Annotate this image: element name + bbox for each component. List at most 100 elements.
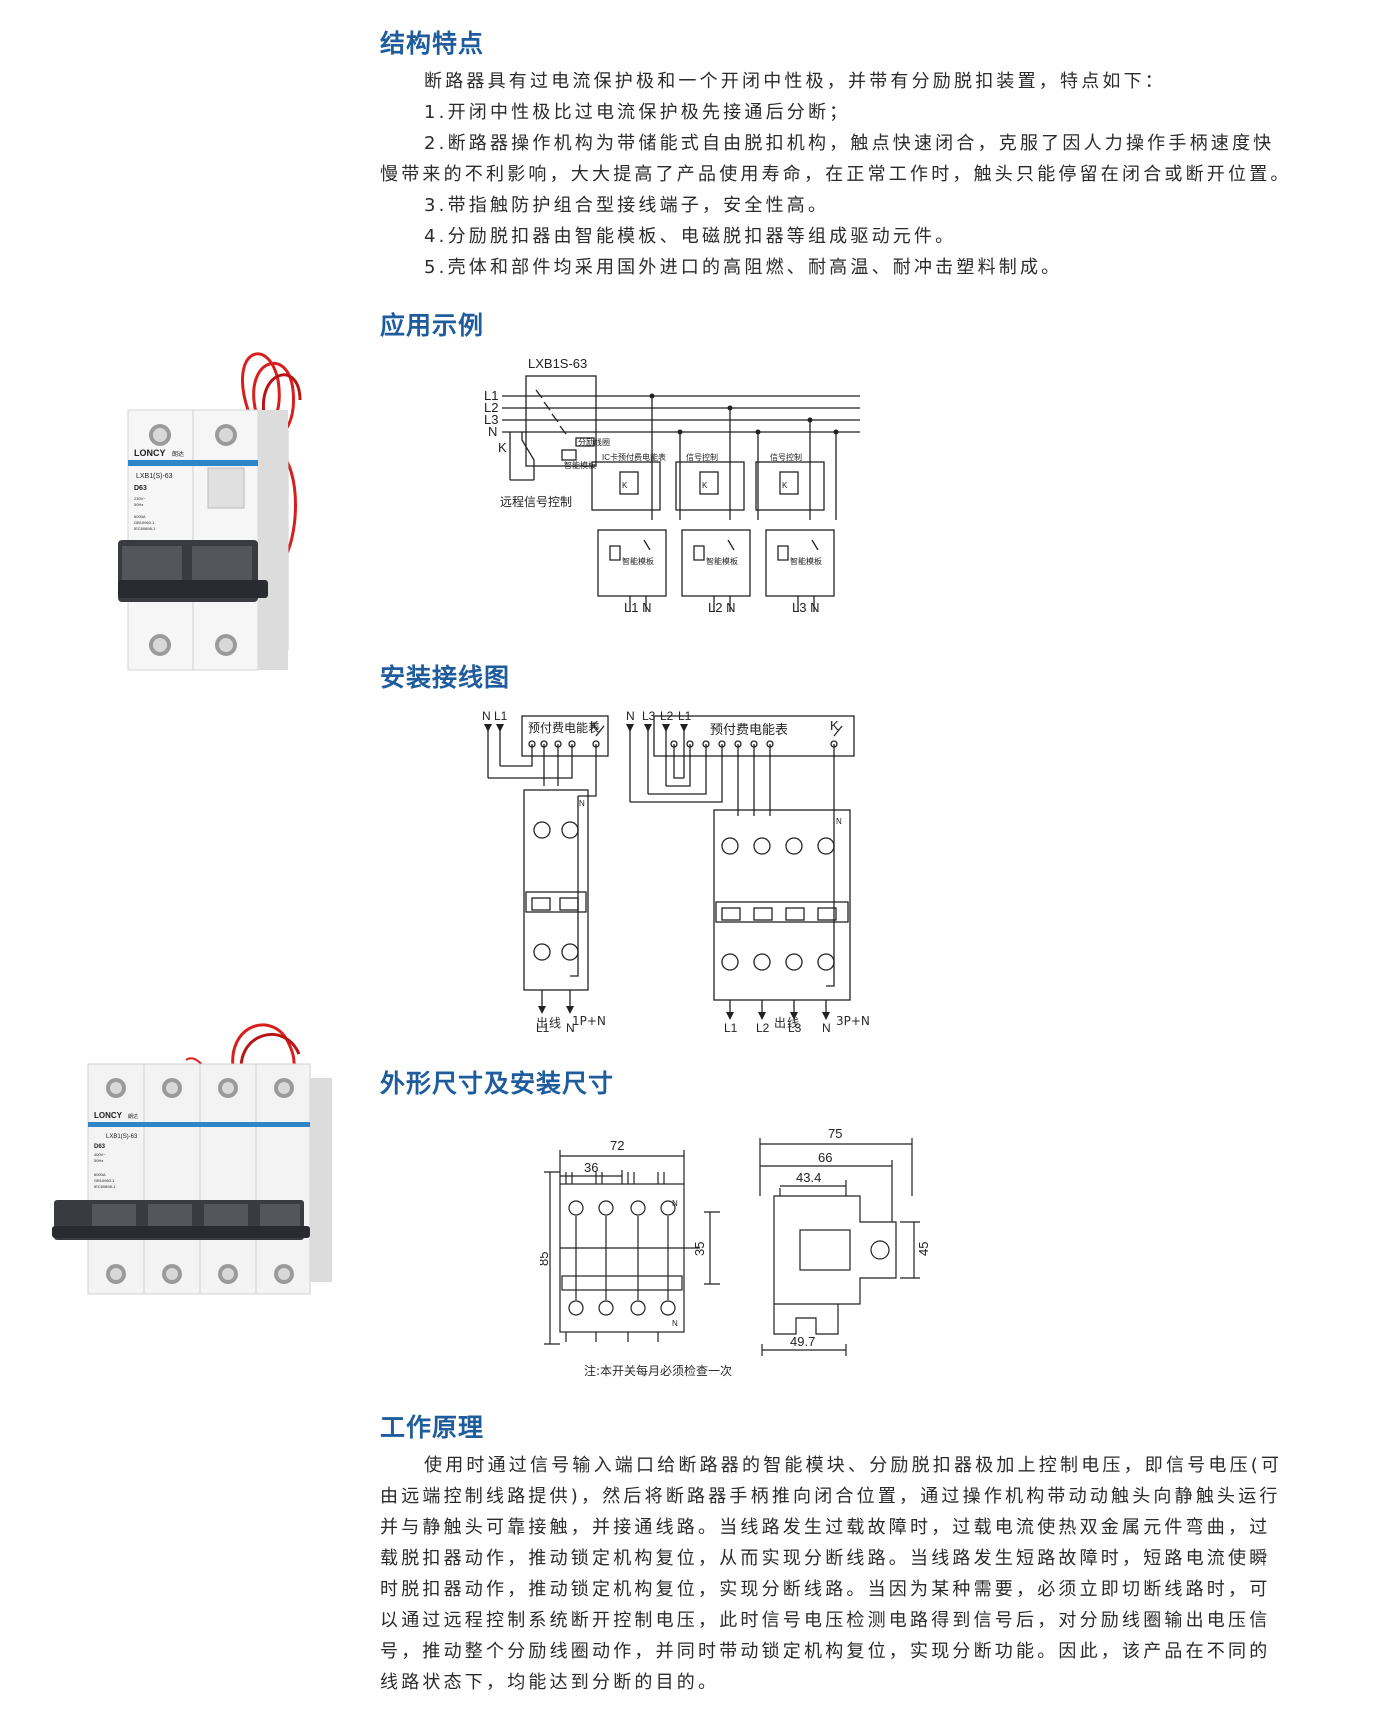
wiring-heading: 安装接线图 [380,663,511,692]
principle-line: 号，推动整个分励线圈动作，并同时带动锁定机构复位，实现分断功能。因此，该产品在不… [380,1641,1271,1662]
features-line: 4.分励脱扣器由智能模板、电磁脱扣器等组成驱动元件。 [424,226,957,247]
wiring-out-label: L1 [536,1021,550,1035]
principle-line: 以通过远程控制系统断开控制电压，此时信号电压检测电路得到信号后，对分励线圈输出电… [380,1610,1271,1631]
app-k-label: K [498,440,507,455]
breaker-spec: GB10963.1 [134,520,155,525]
features-line: 慢带来的不利影响，大大提高了产品使用寿命，在正常工作时，触头只能停留在闭合或断开… [380,164,1292,185]
principle-line: 使用时通过信号输入端口给断路器的智能模块、分励脱扣器极加上控制电压，即信号电压(… [424,1455,1283,1476]
app-out-label: L3 N [792,600,819,615]
features-line: 5.壳体和部件均采用国外进口的高阻燃、耐高温、耐冲击塑料制成。 [424,257,1063,278]
breaker-model: LXB1(S)-63 [136,473,173,480]
app-line-label: L1 [484,388,498,403]
breaker-spec: IEC60898-1 [94,1184,116,1189]
dimensions-heading: 外形尺寸及安装尺寸 [380,1069,615,1098]
wiring-n-mark: N [836,817,842,826]
principle-line: 线路状态下，均能达到分断的目的。 [380,1672,720,1693]
dim-side-66: 66 [818,1150,832,1165]
dim-front-mid: 35 [692,1242,707,1256]
wiring-caption: 出线 [774,1016,801,1030]
wiring-out-label: L1 [724,1021,738,1035]
wiring-top-label: L3 [642,709,656,723]
app-line-label: L3 [484,412,498,427]
principle-line: 由远端控制线路提供)，然后将断路器手柄推向闭合位置，通过操作机构带动动触头向静触… [380,1486,1281,1507]
wiring-caption: 出线 [536,1016,563,1030]
app-box-k: K [702,481,708,490]
app-box-inner: 智能模板 [706,556,738,566]
dim-front-half: 36 [584,1160,598,1175]
breaker-model: LXB1(S)-63 [106,1134,138,1140]
app-box-inner: 智能模板 [622,556,654,566]
app-out-label: L2 N [708,600,735,615]
breaker-spec: 230V~ [134,496,146,501]
application-diagram: LXB1S-63 L1 L2 L3 N K 分励线圈 智能模板 远程信号控制 I… [484,356,860,615]
dim-n-mark: N [672,1199,678,1208]
breaker-spec: 6000A [134,514,146,519]
wiring-out-label: N [566,1021,575,1035]
features-line: 3.带指触防护组合型接线端子，安全性高。 [424,195,830,216]
wiring-meter-label: 预付费电能表 [528,721,600,735]
wiring-top-label: N [626,709,635,723]
principle-heading: 工作原理 [380,1413,485,1442]
breaker-brand-cn: 朗达 [172,450,184,458]
app-internal-label: 分励线圈 [578,437,610,447]
application-heading: 应用示例 [380,311,485,340]
wiring-type: 3P+N [836,1014,870,1028]
principle-text: 使用时通过信号输入端口给断路器的智能模块、分励脱扣器极加上控制电压，即信号电压(… [380,1450,1282,1698]
dimensions-drawing: 72 36 85 35 N N 75 66 43.4 45 49.7 [540,1126,931,1356]
wiring-type: 1P+N [572,1014,606,1028]
wiring-k-label: K [590,718,599,733]
wiring-diagram: N L1 预付费电能表 K N L1 N N L3 L2 L1 预付费电能表 K… [482,709,855,1035]
app-box-k: K [622,481,628,490]
wiring-top-label: L1 [494,709,508,723]
principle-line: 载脱扣器动作，推动锁定机构复位，从而实现分断线路。当线路发生短路故障时，短路电流… [380,1548,1271,1569]
app-line-label: N [488,424,497,439]
breaker-spec: IEC60898-1 [134,526,156,531]
breaker-brand: LONCY [94,1111,123,1120]
breaker-spec: 6000A [94,1172,106,1177]
dim-side-45: 45 [916,1242,931,1256]
app-internal-label: 智能模板 [564,460,596,470]
wiring-top-label: N [482,709,491,723]
breaker-rating: D63 [134,485,147,492]
features-heading: 结构特点 [380,29,485,58]
dim-side-434: 43.4 [796,1170,821,1185]
app-remote-label: 远程信号控制 [500,494,572,509]
breaker-spec: GB10963.1 [94,1178,115,1183]
wiring-out-label: L2 [756,1021,770,1035]
breaker-4pole-image: LONCY 朗达 LXB1(S)-63 D63 400V~ 50Hz 6000A… [52,1023,332,1295]
app-box-label: 信号控制 [686,452,718,462]
wiring-out-label: L3 [788,1021,802,1035]
breaker-2pole-image: LONCY 朗达 LXB1(S)-63 D63 230V~ 50Hz 6000A… [118,352,302,671]
dim-n-mark: N [672,1319,678,1328]
app-box-inner: 智能模板 [790,556,822,566]
wiring-out-label: N [822,1021,831,1035]
dim-side-75: 75 [828,1126,842,1141]
dim-side-497: 49.7 [790,1334,815,1349]
wiring-k-label: K [830,718,839,733]
app-box-label: 信号控制 [770,452,802,462]
breaker-spec: 50Hz [134,502,143,507]
principle-line: 并与静触头可靠接触，并接通线路。当线路发生过载故障时，过载电流使热双金属元件弯曲… [380,1517,1271,1538]
app-out-label: L1 N [624,600,651,615]
app-model-label: LXB1S-63 [528,356,587,371]
features-line: 1.开闭中性极比过电流保护极先接通后分断； [424,102,851,123]
breaker-spec: 50Hz [94,1158,103,1163]
dim-front-height: 85 [540,1252,551,1266]
wiring-meter-label: 预付费电能表 [710,722,788,737]
principle-line: 时脱扣器动作，推动锁定机构复位，实现分断线路。当因为某种需要，必须立即切断线路时… [380,1579,1271,1600]
breaker-spec: 400V~ [94,1152,106,1157]
app-line-label: L2 [484,400,498,415]
wiring-top-label: L2 [660,709,674,723]
features-text: 断路器具有过电流保护极和一个开闭中性极，并带有分励脱扣装置，特点如下： 1.开闭… [380,66,1292,283]
breaker-rating: D63 [94,1144,106,1150]
features-line: 2.断路器操作机构为带储能式自由脱扣机构，触点快速闭合，克服了因人力操作手柄速度… [424,133,1275,154]
app-box-k: K [782,481,788,490]
dimensions-note: 注:本开关每月必须检查一次 [584,1364,733,1378]
wiring-top-label: L1 [678,709,692,723]
breaker-brand: LONCY [134,448,166,458]
dim-front-width: 72 [610,1138,624,1153]
breaker-brand-cn: 朗达 [128,1113,138,1120]
app-box-label: IC卡预付费电能表 [602,452,666,462]
features-line: 断路器具有过电流保护极和一个开闭中性极，并带有分励脱扣装置，特点如下： [424,71,1166,92]
wiring-n-mark: N [579,799,585,808]
